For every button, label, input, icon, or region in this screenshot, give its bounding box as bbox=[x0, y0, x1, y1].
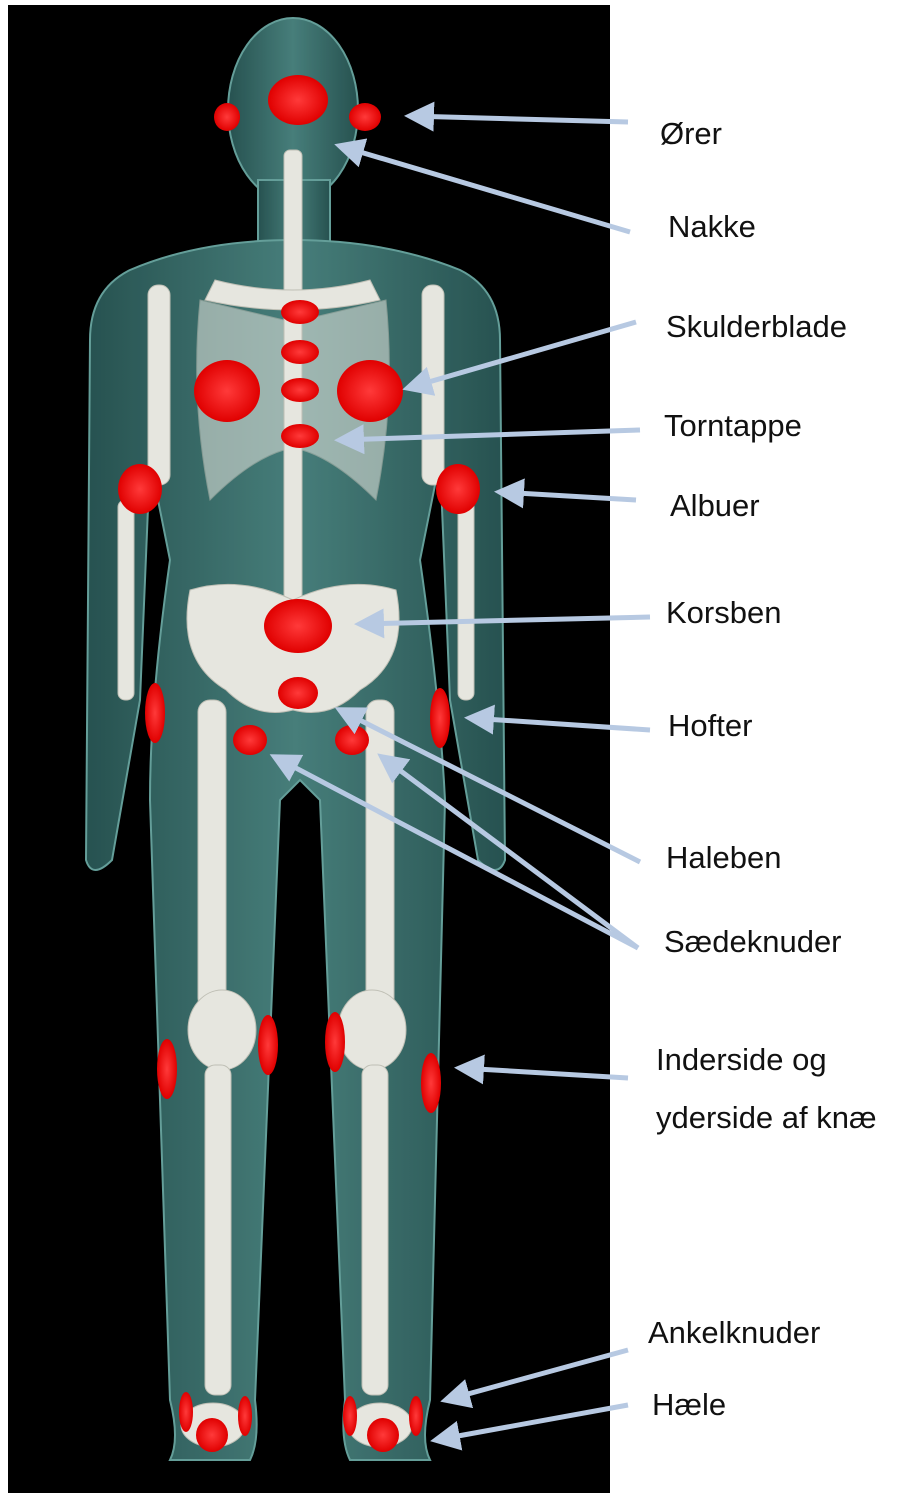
label-korsben: Korsben bbox=[666, 593, 781, 633]
point-ankle-3 bbox=[343, 1396, 357, 1436]
point-scapula-right bbox=[337, 360, 403, 422]
point-head bbox=[268, 75, 328, 125]
point-spine-3 bbox=[281, 378, 319, 402]
point-hip-right bbox=[430, 688, 450, 748]
point-scapula-left bbox=[194, 360, 260, 422]
point-sacrum bbox=[264, 599, 332, 653]
label-albuer: Albuer bbox=[670, 486, 760, 526]
point-knee-2 bbox=[258, 1015, 278, 1075]
label-knae-line1: Inderside og bbox=[656, 1040, 827, 1080]
label-nakke: Nakke bbox=[668, 207, 756, 247]
point-knee-1 bbox=[157, 1039, 177, 1099]
point-ankle-2 bbox=[238, 1396, 252, 1436]
point-ischial-right bbox=[335, 725, 369, 755]
label-saedeknuder: Sædeknuder bbox=[664, 922, 842, 962]
point-spine-2 bbox=[281, 340, 319, 364]
point-ear-right bbox=[349, 103, 381, 131]
point-elbow-left bbox=[118, 464, 162, 514]
point-knee-3 bbox=[325, 1012, 345, 1072]
label-torntappe: Torntappe bbox=[664, 406, 802, 446]
point-ankle-1 bbox=[179, 1392, 193, 1432]
point-hip-left bbox=[145, 683, 165, 743]
point-ischial-left bbox=[233, 725, 267, 755]
label-orer: Ører bbox=[660, 114, 722, 154]
point-heel-left bbox=[196, 1418, 228, 1452]
point-ankle-4 bbox=[409, 1396, 423, 1436]
point-knee-4 bbox=[421, 1053, 441, 1113]
label-knae-line2: yderside af knæ bbox=[656, 1098, 877, 1138]
label-ankelknuder: Ankelknuder bbox=[648, 1313, 820, 1353]
point-spine-4 bbox=[281, 424, 319, 448]
label-hofter: Hofter bbox=[668, 706, 752, 746]
point-ear-left bbox=[214, 103, 240, 131]
label-haele: Hæle bbox=[652, 1385, 726, 1425]
label-haleben: Haleben bbox=[666, 838, 781, 878]
label-skulderblade: Skulderblade bbox=[666, 307, 847, 347]
point-coccyx bbox=[278, 677, 318, 709]
point-elbow-right bbox=[436, 464, 480, 514]
point-heel-right bbox=[367, 1418, 399, 1452]
point-spine-1 bbox=[281, 300, 319, 324]
